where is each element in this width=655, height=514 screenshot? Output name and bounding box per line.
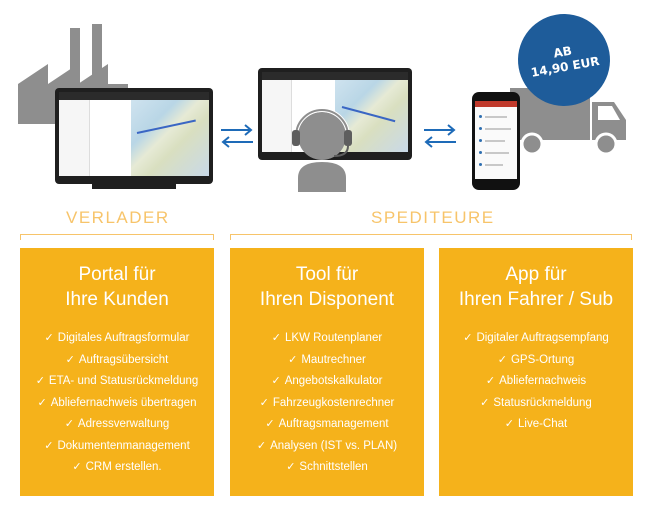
check-icon: ✓ [463, 332, 473, 344]
portal-card: Portal für Ihre Kunden ✓Digitales Auftra… [20, 248, 214, 496]
check-icon: ✓ [44, 439, 54, 452]
feature-text: Adressverwaltung [77, 418, 170, 430]
feature-list: ✓LKW Routenplaner ✓Mautrechner ✓Angebots… [230, 328, 424, 479]
check-icon: ✓ [265, 418, 275, 430]
shipper-monitor-icon [55, 88, 213, 184]
feature-list: ✓Digitales Auftragsformular ✓Auftragsübe… [20, 328, 214, 479]
check-icon: ✓ [497, 353, 507, 366]
check-icon: ✓ [44, 332, 54, 344]
card-title: Portal für Ihre Kunden [20, 262, 214, 312]
feature-item: ✓LKW Routenplaner [230, 328, 424, 350]
card-title-line1: Portal für [78, 264, 156, 285]
feature-text: Dokumentenmanagement [57, 439, 190, 452]
feature-text: Abliefernachweis übertragen [50, 396, 197, 409]
check-icon: ✓ [259, 396, 269, 409]
check-icon: ✓ [37, 396, 47, 409]
feature-text: Analysen (IST vs. PLAN) [270, 439, 398, 452]
feature-item: ✓Statusrückmeldung [439, 393, 633, 415]
check-icon: ✓ [288, 353, 298, 366]
shipper-bracket [20, 234, 214, 240]
card-title-line1: App für [505, 264, 567, 285]
check-icon: ✓ [65, 353, 75, 366]
feature-text: Mautrechner [301, 353, 366, 366]
tool-card: Tool für Ihren Disponent ✓LKW Routenplan… [230, 248, 424, 496]
feature-text: Statusrückmeldung [493, 396, 592, 409]
feature-item: ✓Auftragsübersicht [20, 350, 214, 372]
check-icon: ✓ [286, 461, 296, 473]
card-title: App für Ihren Fahrer / Sub [439, 262, 633, 312]
feature-item: ✓Mautrechner [230, 350, 424, 372]
exchange-arrows-icon [219, 122, 255, 150]
app-card: App für Ihren Fahrer / Sub ✓Digitaler Au… [439, 248, 633, 496]
card-title-line2: Ihren Fahrer / Sub [458, 289, 614, 310]
card-title: Tool für Ihren Disponent [230, 262, 424, 312]
shipper-section-label: VERLADER [66, 208, 170, 227]
check-icon: ✓ [64, 418, 74, 430]
check-icon: ✓ [271, 375, 281, 387]
feature-text: Abliefernachweis [499, 375, 587, 387]
feature-text: Digitaler Auftragsempfang [476, 332, 609, 344]
check-icon: ✓ [504, 418, 514, 430]
feature-item: ✓ETA- und Statusrückmeldung [20, 371, 214, 393]
check-icon: ✓ [485, 375, 496, 387]
check-icon: ✓ [256, 439, 267, 452]
feature-item: ✓Angebotskalkulator [230, 371, 424, 393]
feature-item: ✓Analysen (IST vs. PLAN) [230, 436, 424, 458]
feature-text: Angebotskalkulator [284, 375, 383, 387]
check-icon: ✓ [271, 332, 282, 344]
feature-text: Live-Chat [518, 418, 568, 430]
feature-item: ✓Adressverwaltung [20, 414, 214, 436]
check-icon: ✓ [480, 396, 490, 409]
card-title-line2: Ihren Disponent [259, 289, 395, 310]
forwarder-section-label: SPEDITEURE [371, 208, 495, 227]
smartphone-icon [472, 92, 520, 190]
feature-item: ✓Fahrzeugkostenrechner [230, 393, 424, 415]
feature-list: ✓Digitaler Auftragsempfang ✓GPS-Ortung ✓… [439, 328, 633, 436]
feature-item: ✓Digitales Auftragsformular [20, 328, 214, 350]
exchange-arrows-icon [422, 122, 458, 150]
feature-item: ✓Abliefernachweis übertragen [20, 393, 214, 415]
feature-text: LKW Routenplaner [285, 332, 383, 344]
feature-item: ✓GPS-Ortung [439, 350, 633, 372]
feature-item: ✓ Live-Chat [439, 414, 633, 436]
check-icon: ✓ [35, 375, 45, 387]
feature-item: ✓Auftragsmanagement [230, 414, 424, 436]
feature-text: Auftragsübersicht [78, 353, 169, 366]
feature-item: ✓Digitaler Auftragsempfang [439, 328, 633, 350]
feature-text: Schnittstellen [299, 461, 368, 473]
forwarder-bracket [230, 234, 632, 240]
shipper-monitor-stand [92, 184, 176, 189]
card-title-line1: Tool für [295, 264, 359, 285]
feature-text: GPS-Ortung [510, 353, 575, 366]
feature-text: ETA- und Statusrückmeldung [48, 375, 199, 387]
card-title-line2: Ihre Kunden [65, 289, 169, 310]
feature-text: CRM erstellen. [85, 461, 162, 473]
feature-text: Auftragsmanagement [278, 418, 389, 430]
feature-text: Fahrzeugkostenrechner [272, 396, 395, 409]
feature-item: ✓Dokumentenmanagement [20, 436, 214, 458]
headset-operator-icon [292, 108, 352, 192]
feature-text: Digitales Auftragsformular [57, 332, 190, 344]
feature-item: ✓Schnittstellen [230, 457, 424, 479]
check-icon: ✓ [72, 461, 82, 473]
dispatcher-monitor-icon [258, 68, 412, 160]
feature-item: ✓Abliefernachweis [439, 371, 633, 393]
feature-item: ✓CRM erstellen. [20, 457, 214, 479]
